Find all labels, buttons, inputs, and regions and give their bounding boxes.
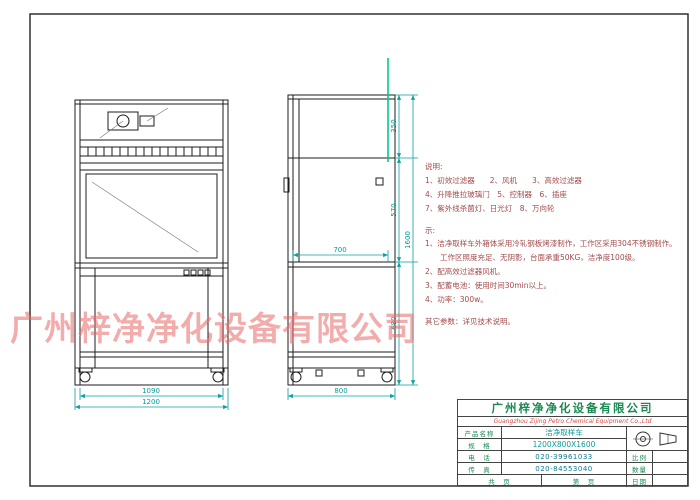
title-block: 广州梓净净化设备有限公司 Guangzhou Zijing Petro Chem… [457, 399, 688, 487]
sheet-border [29, 13, 689, 487]
leader-line [99, 120, 124, 139]
scale-label: 比例 [627, 451, 653, 463]
hepa-filter-pleats [87, 147, 217, 156]
latch-detail [375, 177, 384, 186]
dim-height-mid: 570 [390, 203, 398, 216]
notes-footer: 其它参数：详见技术说明。 [425, 316, 515, 326]
dim-height-overall: 1600 [404, 231, 412, 249]
parts-list-line: 4、升降推拉玻璃门 5、控制器 6、插座 [425, 189, 567, 199]
fax-label: 传 真 [458, 463, 502, 475]
pages-total-label: 共 页 [458, 475, 542, 487]
remark-line: 2、配高效过滤器风机。 [425, 267, 505, 277]
remark-line: 工作区照度充足、无阴影，台面承重50KG，洁净度100级。 [425, 253, 640, 263]
projection-symbol-cell [627, 427, 687, 451]
pages-no-label: 第 页 [542, 475, 627, 487]
notes-heading: 说明: [425, 162, 443, 171]
fax-value: 020-84553040 [502, 463, 627, 475]
fan-unit [107, 111, 139, 131]
product-name-label: 产品名称 [458, 427, 502, 439]
remark-line: 4、功率：300w。 [425, 294, 488, 304]
dim-front-inner-width: 1090 [142, 387, 160, 395]
caster-wheels [78, 367, 225, 383]
notes-block: 说明: 1、初效过滤器 2、风机 3、高效过滤器 4、升降推拉玻璃门 5、控制器… [425, 160, 685, 329]
dimension-lines: 1090 1200 800 700 350 570 680 1600 [74, 94, 418, 410]
company-name-cn: 广州梓净净化设备有限公司 [458, 400, 687, 417]
remark-line: 3、配蓄电池：使用时间30min以上。 [425, 281, 551, 290]
date-value-empty [653, 475, 687, 487]
qty-value-empty [653, 463, 687, 475]
front-view [74, 99, 229, 386]
parts-list-line: 1、初效过滤器 2、风机 3、高效过滤器 [425, 175, 582, 185]
scale-value-empty [653, 451, 687, 463]
dim-worktop-depth: 700 [333, 246, 346, 254]
dim-height-top: 350 [390, 119, 398, 132]
dim-front-overall-width: 1200 [142, 398, 160, 406]
tel-label: 电 话 [458, 451, 502, 463]
side-view [283, 94, 396, 386]
parts-list-line: 7、紫外线杀菌灯、日光灯 8、万向轮 [425, 203, 555, 213]
controller-panel [183, 269, 211, 276]
company-name-en: Guangzhou Zijing Petro Chemical Equipmen… [458, 417, 687, 427]
spec-label: 规 格 [458, 439, 502, 451]
dim-side-depth: 800 [334, 387, 347, 395]
spec-value: 1200X800X1600 [502, 439, 627, 451]
company-watermark: 广州梓净净化设备有限公司 [10, 309, 418, 348]
glass-door [85, 173, 218, 259]
qty-label: 数量 [627, 463, 653, 475]
dim-height-bottom: 680 [390, 316, 398, 329]
caster-wheels [289, 367, 394, 383]
remark-heading: 示: [425, 225, 436, 235]
tel-value: 020-39961033 [502, 451, 627, 463]
projection-symbol-icon [633, 431, 677, 446]
door-handle [283, 177, 290, 193]
date-label: 日期 [627, 475, 653, 487]
product-name-value: 洁净取样车 [502, 427, 627, 439]
remark-line: 1、洁净取样车外箱体采用冷轧钢板烤漆制作，工作区采用304不锈钢制作。 [425, 239, 677, 249]
leader-line [146, 107, 169, 122]
